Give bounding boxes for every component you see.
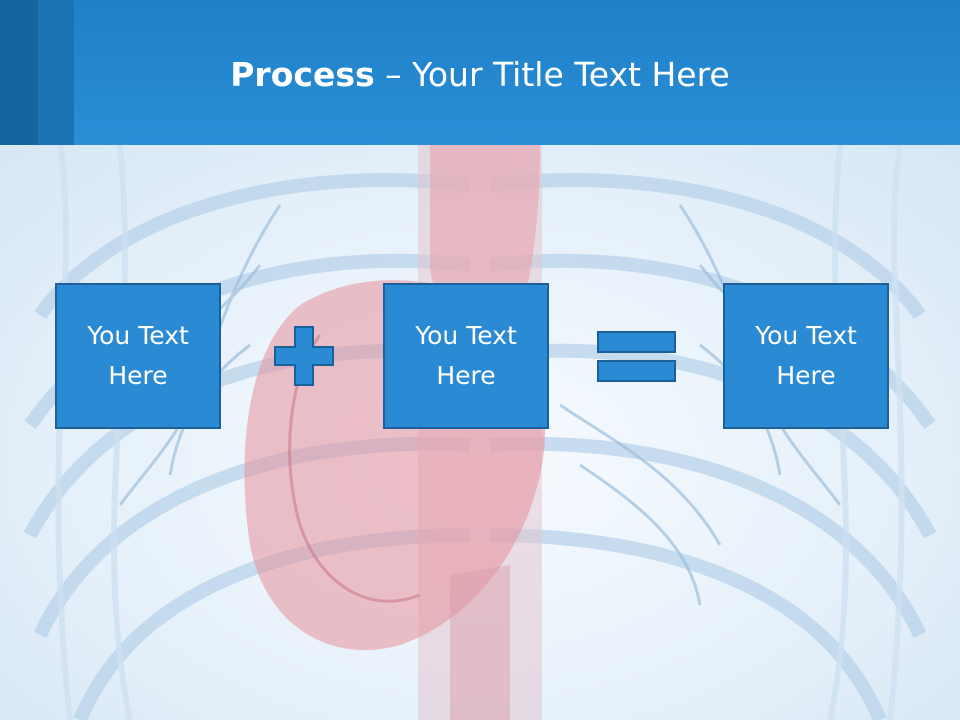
title-rest-part: – Your Title Text Here bbox=[374, 55, 730, 94]
title-bold-part: Process bbox=[230, 55, 375, 94]
process-box-3[interactable]: You Text Here bbox=[723, 283, 889, 429]
heart-ribcage-illustration bbox=[23, 145, 937, 720]
title-banner: Process – Your Title Text Here bbox=[0, 0, 960, 145]
process-box-3-text: You Text Here bbox=[755, 321, 857, 390]
process-box-2-text: You Text Here bbox=[415, 321, 517, 390]
equals-icon bbox=[597, 331, 677, 383]
plus-icon bbox=[273, 325, 335, 387]
banner-accent-mid bbox=[38, 0, 74, 145]
slide-title[interactable]: Process – Your Title Text Here bbox=[0, 52, 960, 98]
banner-accent-dark bbox=[0, 0, 38, 145]
process-box-2[interactable]: You Text Here bbox=[383, 283, 549, 429]
process-box-1[interactable]: You Text Here bbox=[55, 283, 221, 429]
process-box-1-text: You Text Here bbox=[87, 321, 189, 390]
anatomy-background bbox=[0, 145, 960, 720]
